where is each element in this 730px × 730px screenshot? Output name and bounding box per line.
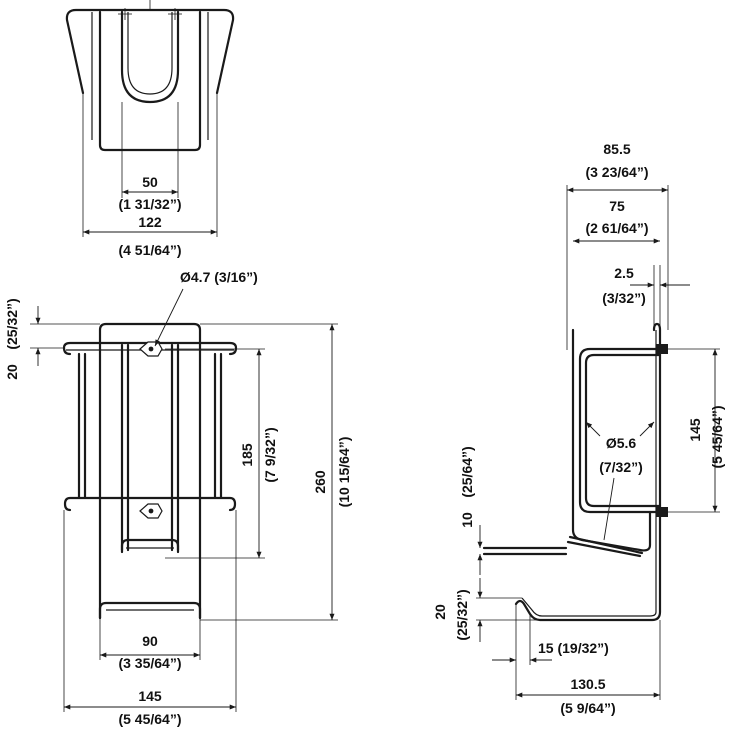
side-dim-lip-imperial: (25/32”) xyxy=(454,589,470,640)
side-dim-overall-imperial: (3 23/64”) xyxy=(585,164,648,180)
front-view-lower-rim xyxy=(63,496,237,512)
top-dim-inner-value: 50 xyxy=(142,174,158,190)
side-dim-height-imperial: (5 45/64”) xyxy=(709,405,725,468)
front-dim-spacing-value: 185 xyxy=(239,443,255,467)
side-dim-depth-imperial: (2 61/64”) xyxy=(585,220,648,236)
front-dim-bottom-value: 90 xyxy=(142,633,158,649)
front-view-back-frame xyxy=(98,322,202,352)
front-dim-width-imperial: (5 45/64”) xyxy=(118,711,181,727)
front-dim-height-imperial: (10 15/64”) xyxy=(336,437,352,508)
top-view: 50 (1 31/32”) 122 (4 51/64”) xyxy=(65,0,235,258)
side-view: 85.5 (3 23/64”) 75 (2 61/64”) 2.5 (3/32”… xyxy=(432,141,725,716)
side-dim-wire-imperial: (3/32”) xyxy=(602,290,646,306)
side-dim-gap-value: 10 xyxy=(459,512,475,528)
side-view-back-plate xyxy=(514,322,662,622)
front-dim-width-value: 145 xyxy=(138,688,162,704)
front-hole-label: Ø4.7 (3/16”) xyxy=(180,269,258,285)
top-dim-outer-imperial: (4 51/64”) xyxy=(118,242,181,258)
top-dim-outer-value: 122 xyxy=(138,214,162,230)
side-view-basket-loop xyxy=(578,347,662,514)
side-dim-wire-value: 2.5 xyxy=(614,265,634,281)
side-dim-lip-value: 20 xyxy=(432,604,448,620)
top-view-basket xyxy=(98,10,202,152)
top-dim-inner-imperial: (1 31/32”) xyxy=(118,196,181,212)
front-view-bottom-hook xyxy=(98,601,202,620)
front-view-screw-bottom xyxy=(139,503,163,519)
side-dim-height-value: 145 xyxy=(687,418,703,442)
front-view-inner-loop xyxy=(120,538,180,554)
side-dim-base-imperial: (5 9/64”) xyxy=(560,700,615,716)
front-dim-offset-value: 20 xyxy=(4,364,20,380)
top-view-screw-marks xyxy=(118,0,182,20)
front-view: Ø4.7 (3/16”) 185 (7 9/32”) 260 (10 15/64… xyxy=(4,269,352,727)
front-dim-height-value: 260 xyxy=(312,470,328,494)
side-dim-gap-imperial: (25/64”) xyxy=(459,446,475,497)
top-view-u-loop xyxy=(120,10,180,104)
front-dim-spacing-imperial: (7 9/32”) xyxy=(262,427,278,482)
side-dim-depth-value: 75 xyxy=(609,198,625,214)
side-dim-lip-length: 15 (19/32”) xyxy=(538,640,609,656)
side-hole-value: Ø5.6 xyxy=(606,435,637,451)
side-hole-imperial: (7/32”) xyxy=(599,459,643,475)
front-dim-bottom-imperial: (3 35/64”) xyxy=(118,655,181,671)
side-dim-overall-value: 85.5 xyxy=(603,141,630,157)
front-dim-offset-imperial: (25/32”) xyxy=(4,298,20,349)
side-dim-base-value: 130.5 xyxy=(570,676,605,692)
